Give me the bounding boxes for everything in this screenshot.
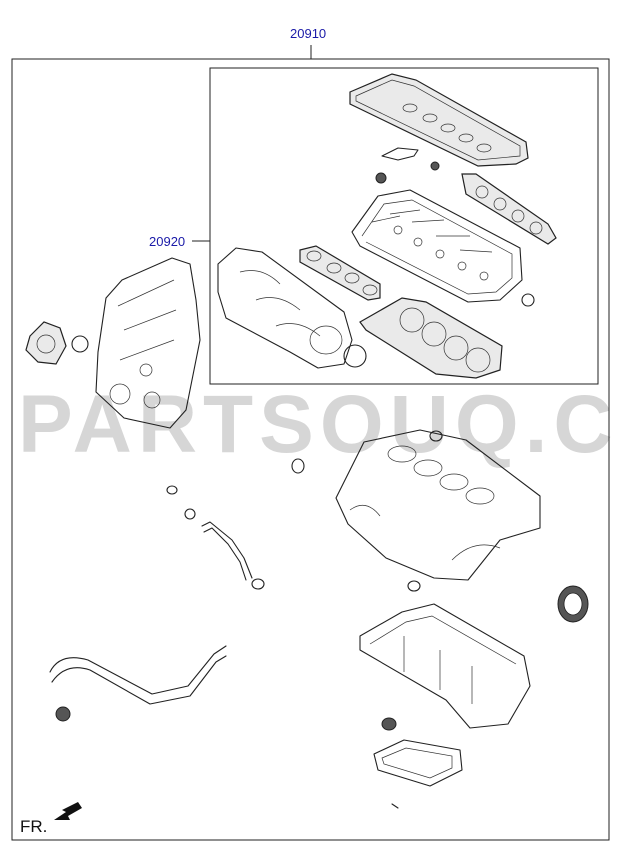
front-direction-label: FR. bbox=[20, 817, 47, 836]
oring-tube[interactable] bbox=[251, 578, 265, 590]
oil-pan-upper[interactable] bbox=[359, 603, 531, 729]
oring-1[interactable] bbox=[291, 458, 305, 474]
oring-block-top[interactable] bbox=[429, 430, 443, 442]
crank-front-seal[interactable] bbox=[71, 335, 89, 353]
intake-manifold-gasket[interactable] bbox=[299, 245, 381, 301]
small-gasket[interactable] bbox=[381, 147, 419, 161]
oring-block-side[interactable] bbox=[407, 580, 421, 592]
oil-pipe[interactable] bbox=[49, 645, 227, 705]
oring-2[interactable] bbox=[166, 485, 178, 495]
inner-kit-frame bbox=[209, 67, 599, 385]
oring-3[interactable] bbox=[184, 508, 196, 520]
cylinder-block[interactable] bbox=[335, 429, 541, 581]
water-pump-gasket[interactable] bbox=[25, 321, 67, 365]
seal-small-2[interactable] bbox=[430, 161, 440, 171]
callout-20920[interactable]: 20920 bbox=[149, 234, 185, 249]
drain-plug[interactable] bbox=[391, 803, 399, 809]
oil-pan-seal[interactable] bbox=[381, 717, 397, 731]
cylinder-head[interactable] bbox=[351, 189, 523, 303]
oil-pan-lower[interactable] bbox=[373, 739, 463, 787]
arrow-left-down-icon bbox=[54, 802, 82, 820]
intake-manifold[interactable] bbox=[217, 247, 353, 369]
timing-chain-cover[interactable] bbox=[95, 257, 201, 429]
oil-level-tube[interactable] bbox=[201, 521, 253, 581]
o-ring-head[interactable] bbox=[521, 293, 535, 307]
cylinder-head-gasket[interactable] bbox=[359, 297, 503, 379]
rear-main-seal[interactable] bbox=[557, 585, 589, 623]
seal-small-1[interactable] bbox=[375, 172, 387, 184]
exhaust-manifold-gasket[interactable] bbox=[461, 173, 557, 245]
watermark-text: PARTSOUQ.COM bbox=[18, 379, 620, 470]
oil-pipe-seal[interactable] bbox=[55, 706, 71, 722]
rocker-cover-gasket[interactable] bbox=[349, 73, 529, 167]
callout-20910[interactable]: 20910 bbox=[290, 26, 326, 41]
throttle-gasket[interactable] bbox=[343, 344, 367, 368]
